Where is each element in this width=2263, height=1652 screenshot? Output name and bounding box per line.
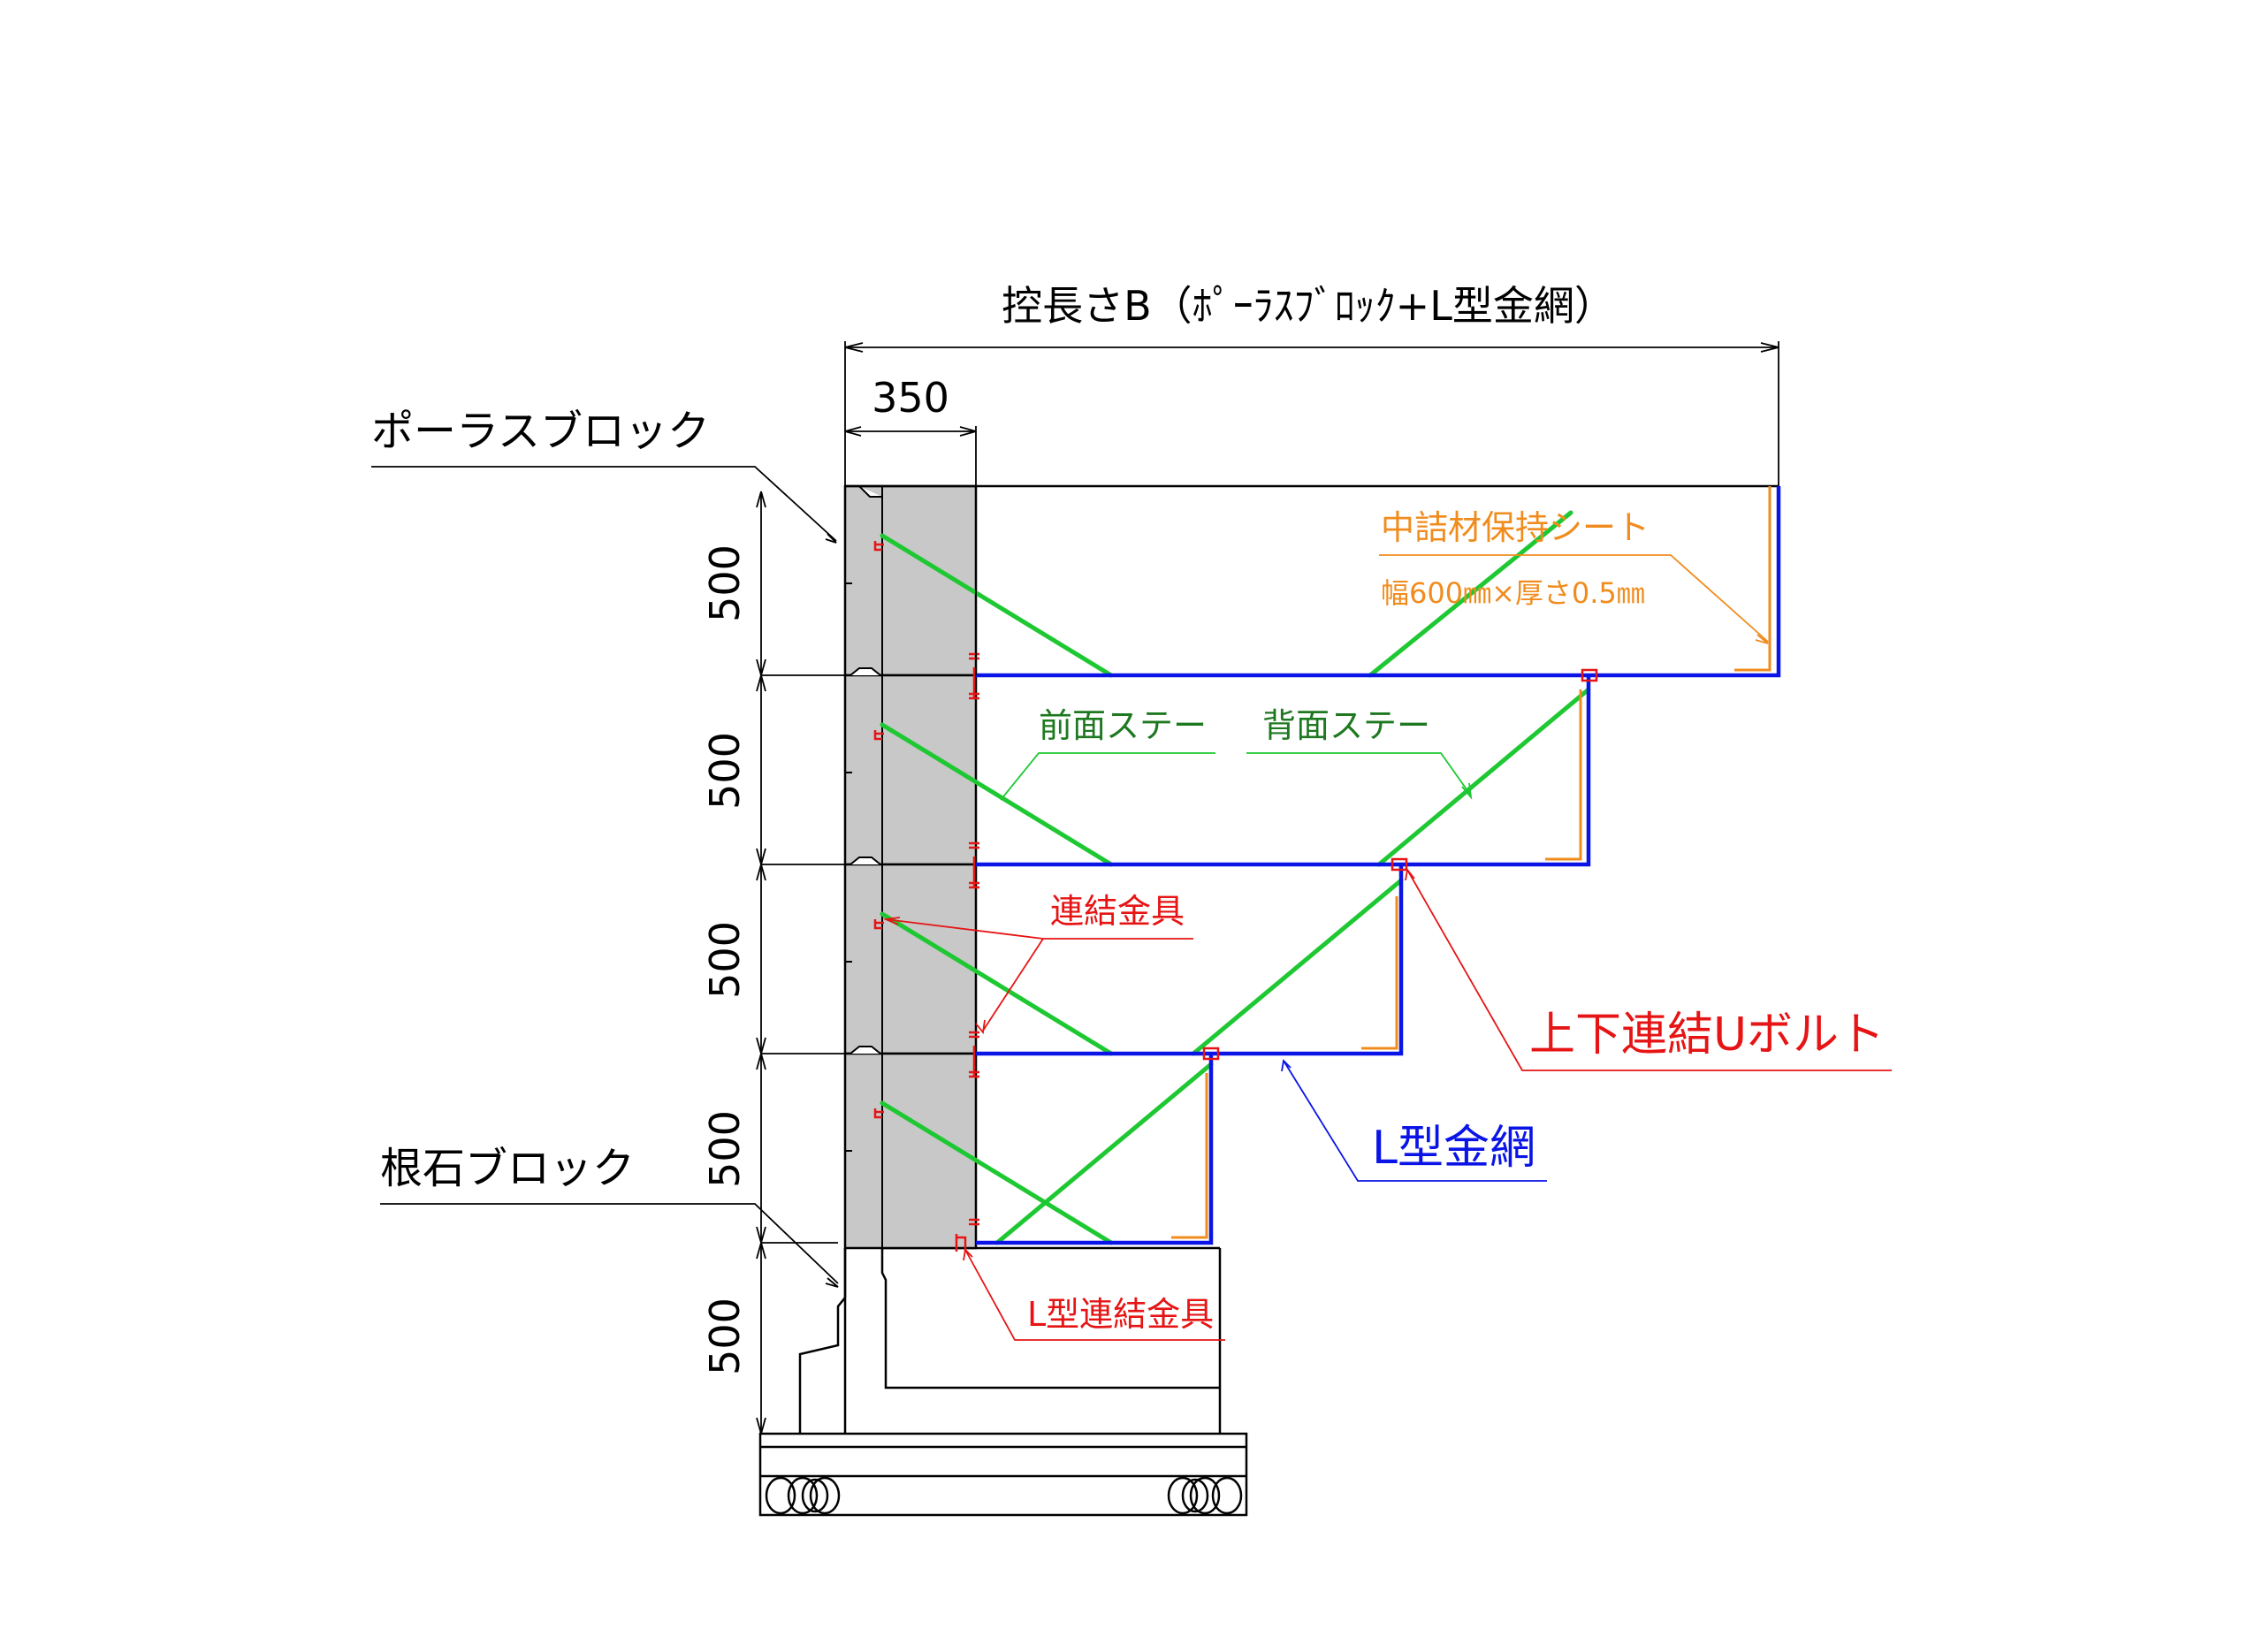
back-stay-2	[1376, 687, 1591, 867]
front-stay-label: 前面ステー	[1039, 706, 1207, 745]
l-mesh-label: L型金網	[1372, 1122, 1535, 1175]
height-500-label-3: 500	[701, 921, 749, 999]
front-stay-4	[880, 1100, 1114, 1245]
width-350-label: 350	[872, 374, 949, 422]
u-bolt-3	[1202, 1047, 1220, 1061]
leader-lines	[371, 466, 1892, 1341]
rubble-stones-right	[1167, 1476, 1243, 1515]
height-500-label-5: 500	[701, 1298, 749, 1375]
rubble-stones-left	[765, 1476, 841, 1515]
back-stay-1	[1368, 510, 1573, 678]
u-bolt-label: 上下連結Uボルト	[1529, 1009, 1885, 1062]
l-mesh-4	[976, 1054, 1214, 1245]
u-bolt-1	[1581, 668, 1598, 682]
fitting-label: 連結金具	[1050, 892, 1185, 931]
base-block-label: 根石ブロック	[380, 1144, 635, 1193]
l-mesh-1	[976, 486, 1781, 678]
l-connecting-fitting	[955, 1234, 967, 1252]
front-stay-3	[880, 911, 1114, 1056]
height-500-label-4: 500	[701, 1110, 749, 1188]
overall-width-label: 控長さB（ﾎﾟｰﾗｽﾌﾞﾛｯｸ+L型金網）	[1002, 282, 1615, 330]
block-joint-notches	[845, 485, 882, 1152]
l-mesh-2	[976, 675, 1591, 867]
porous-block-label: ポーラスブロック	[371, 407, 710, 456]
front-stay-2	[880, 722, 1114, 867]
connecting-fittings	[873, 541, 1598, 1252]
stays	[880, 510, 1591, 1245]
back-stay-4	[994, 1062, 1214, 1245]
front-stay-1	[880, 533, 1114, 678]
porous-block-4	[843, 1052, 978, 1250]
base-block	[798, 1246, 1222, 1434]
porous-blocks	[843, 484, 978, 1250]
dimension-lines	[756, 341, 1779, 1435]
u-bolt-2	[1391, 857, 1408, 872]
sheet-label: 中詰材保持シート	[1381, 508, 1650, 547]
l-mesh-3	[976, 864, 1404, 1056]
height-500-label-2: 500	[701, 732, 749, 810]
back-stay-label: 背面ステー	[1262, 706, 1430, 745]
back-stay-3	[1191, 878, 1404, 1056]
height-500-label-1: 500	[701, 544, 749, 622]
l-fitting-label: L型連結金具	[1027, 1295, 1214, 1334]
l-shaped-meshes	[976, 486, 1781, 1245]
sheet-spec-label: 幅600㎜×厚さ0.5㎜	[1381, 576, 1645, 610]
filler-retention-sheets	[1171, 486, 1772, 1239]
foundation	[758, 1432, 1248, 1517]
